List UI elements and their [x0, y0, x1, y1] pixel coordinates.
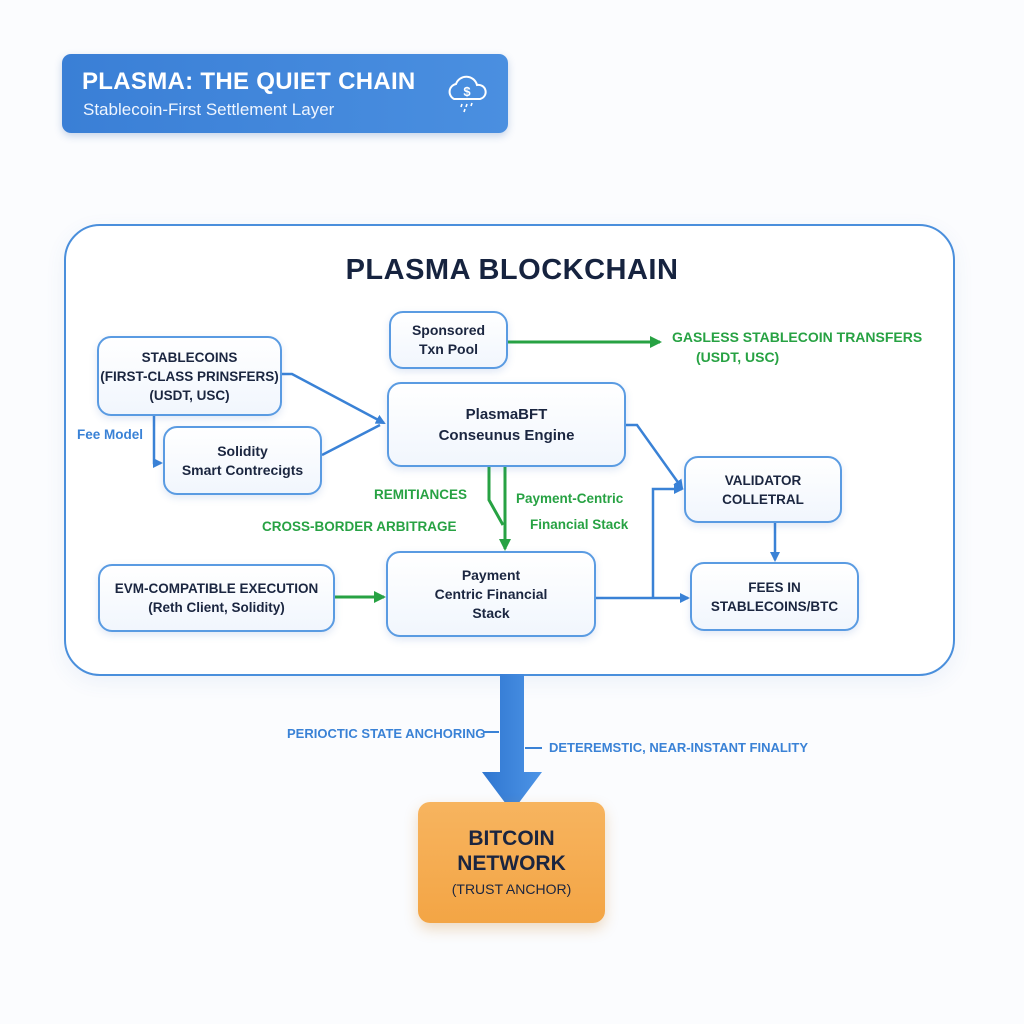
label-line: Financial Stack [530, 517, 629, 532]
node-line: Smart Contrecigts [181, 461, 304, 478]
node-line: Sponsored [411, 322, 486, 338]
node-line: Payment [461, 566, 521, 583]
svg-text:$: $ [463, 84, 471, 99]
label-line: Payment-Centric [516, 491, 624, 506]
node-line: Stack [472, 604, 510, 621]
node-line: (USDT, USC) [149, 387, 230, 403]
evm-execution-node: EVM-COMPATIBLE EXECUTION (Reth Client, S… [98, 564, 335, 632]
state-anchoring-label: PERIOCTIC STATE ANCHORING [287, 726, 486, 741]
stablecoins-node: STABLECOINS (FIRST-CLASS PRINSFERS) (USD… [97, 336, 282, 416]
fees-node: FEES IN STABLECOINS/BTC [690, 562, 859, 631]
label-line: (USDT, USC) [696, 349, 780, 365]
solidity-node: Solidity Smart Contrecigts [163, 426, 322, 495]
node-line: Solidity [217, 442, 268, 459]
banner-subtitle: Stablecoin-First Settlement Layer [83, 100, 335, 119]
node-line: STABLECOINS [141, 349, 238, 365]
sponsored-txn-pool-node: Sponsored Txn Pool [389, 311, 508, 369]
node-line: FEES IN [748, 579, 801, 595]
gasless-transfers-label: GASLESS STABLECOIN TRANSFERS (USDT, USC) [672, 327, 922, 367]
node-line: STABLECOINS/BTC [710, 598, 839, 614]
fee-model-label: Fee Model [77, 427, 144, 442]
node-line: Txn Pool [418, 341, 479, 357]
validator-collateral-node: VALIDATOR COLLETRAL [684, 456, 842, 523]
diagram-title: PLASMA BLOCKCHAIN [345, 254, 679, 286]
node-line: VALIDATOR [724, 472, 802, 488]
node-line: (FIRST-CLASS PRINSFERS) [100, 368, 279, 384]
node-line: EVM-COMPATIBLE EXECUTION [114, 581, 319, 596]
arbitrage-label: CROSS-BORDER ARBITRAGE [262, 519, 457, 534]
payment-centric-label: Payment-Centric Financial Stack [516, 486, 628, 538]
anchoring-arrow [482, 674, 542, 812]
node-line: Conseunus Engine [438, 426, 575, 444]
node-line: NETWORK [457, 851, 566, 875]
payment-stack-node: Payment Centric Financial Stack [386, 551, 596, 637]
finality-label: DETEREMSTIC, NEAR-INSTANT FINALITY [549, 740, 809, 755]
banner-title: PLASMA: THE QUIET CHAIN [82, 68, 416, 95]
node-line: Centric Financial [434, 585, 548, 602]
node-line: (Reth Client, Solidity) [148, 600, 285, 615]
node-line: PlasmaBFT [465, 405, 548, 423]
bitcoin-network-node: BITCOIN NETWORK (TRUST ANCHOR) [418, 802, 605, 923]
remittances-label: REMITIANCES [374, 487, 468, 502]
plasmabft-node: PlasmaBFT Conseunus Engine [387, 382, 626, 467]
node-line: (TRUST ANCHOR) [451, 880, 572, 897]
title-banner: PLASMA: THE QUIET CHAIN Stablecoin-First… [62, 54, 508, 133]
label-line: GASLESS STABLECOIN TRANSFERS [672, 329, 923, 345]
node-line: BITCOIN [468, 826, 555, 850]
node-line: COLLETRAL [722, 491, 804, 507]
cloud-dollar-icon: $ [448, 75, 487, 113]
